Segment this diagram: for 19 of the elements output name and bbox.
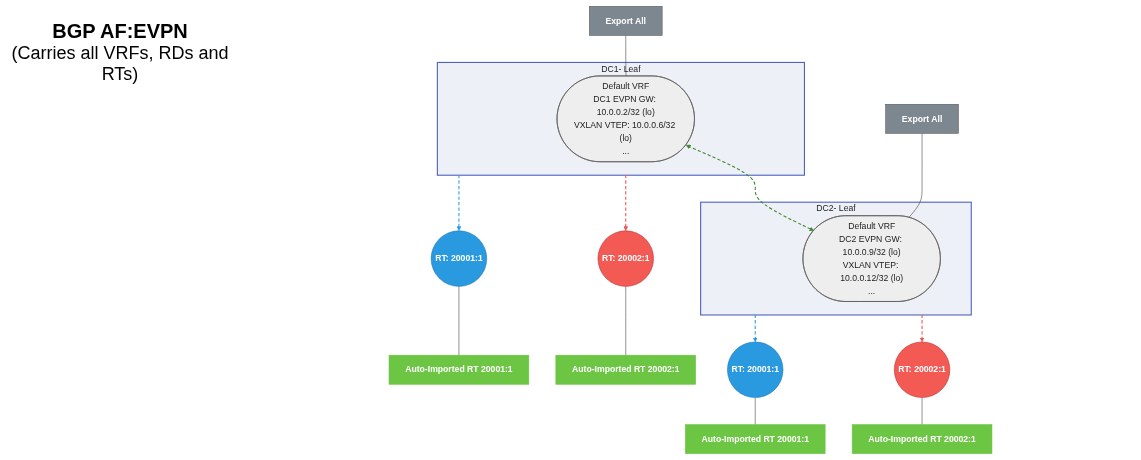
node-box: Auto-Imported RT 20001:1 <box>388 354 530 385</box>
node-box: Export All <box>885 104 959 134</box>
title-text: BGP AF:EVPN <box>51 20 189 43</box>
node-circle: RT: 20002:1 <box>894 341 951 398</box>
arrow <box>623 174 629 231</box>
note-text: (Carries all VRFs, RDs and RTs) <box>10 43 230 85</box>
connector <box>908 133 923 218</box>
arrow <box>685 144 814 231</box>
arrow <box>919 314 925 343</box>
node-box: Auto-Imported RT 20001:1 <box>685 424 826 454</box>
node-circle: RT: 20002:1 <box>597 230 654 287</box>
node-circle: RT: 20001:1 <box>727 341 784 398</box>
arrow <box>456 174 462 231</box>
node-box: Auto-Imported RT 20002:1 <box>851 424 993 454</box>
connector <box>625 35 627 77</box>
arrow <box>752 314 758 343</box>
node-circle: RT: 20001:1 <box>430 230 487 287</box>
node-box: Auto-Imported RT 20002:1 <box>555 354 696 385</box>
node-box: Export All <box>589 6 663 36</box>
